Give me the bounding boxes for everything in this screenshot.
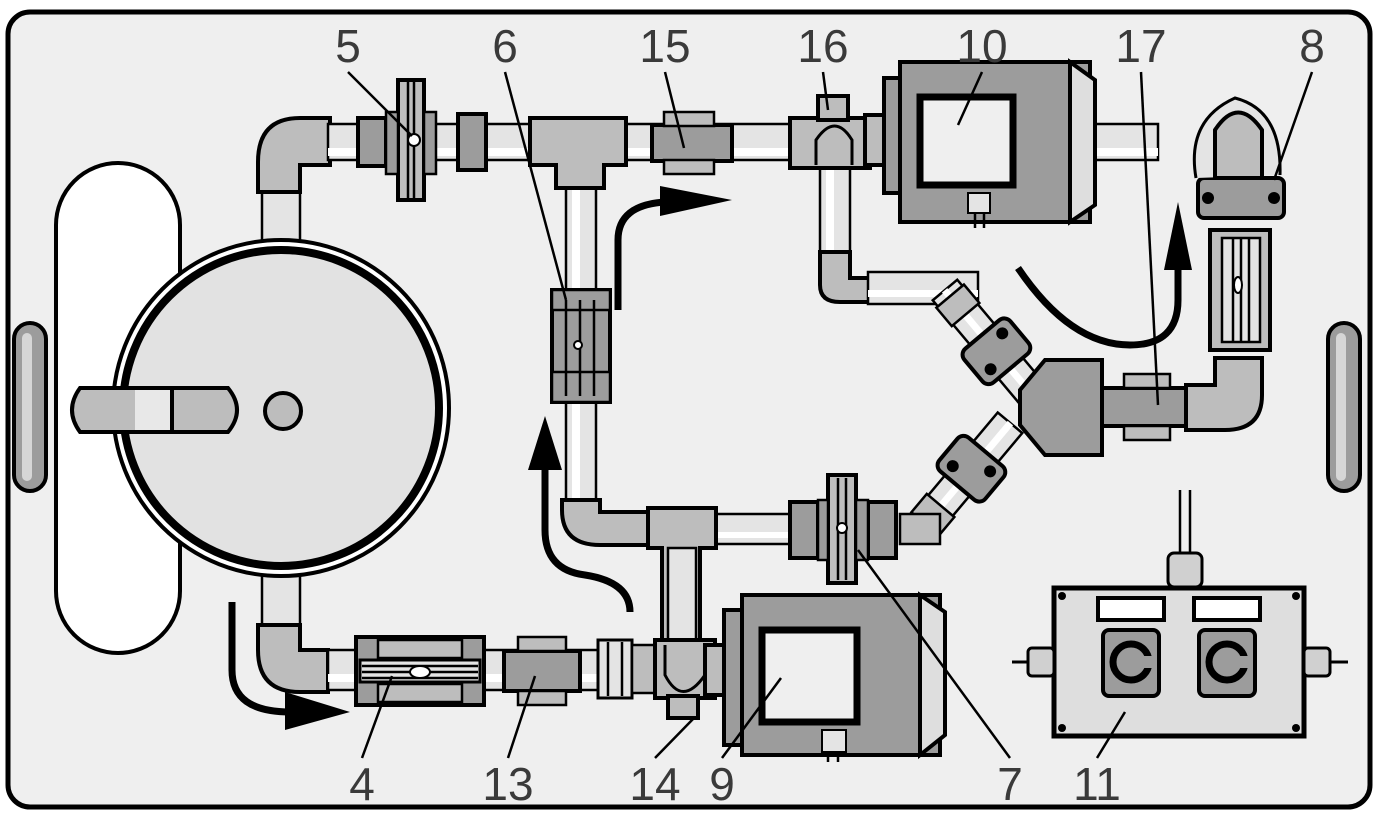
union-coupling-17 (1100, 372, 1189, 442)
flow-arrow-top-center (614, 186, 732, 310)
component-6-union (550, 288, 612, 404)
callout-label-9: 9 (709, 758, 735, 810)
flow-arrow-right-up (1015, 202, 1192, 349)
flow-arrow-bottom-left (228, 602, 350, 730)
callout-label-7: 7 (997, 758, 1023, 810)
callout-label-6: 6 (492, 20, 518, 72)
left-handle (12, 321, 48, 493)
callout-leader-7 (856, 549, 1012, 759)
callout-label-16: 16 (797, 20, 848, 72)
cable-gland-left (1012, 646, 1056, 678)
callout-label-10: 10 (956, 20, 1007, 72)
clamp-upper (960, 316, 1033, 387)
callout-leader-10 (956, 71, 984, 126)
callout-leader-13 (506, 675, 537, 759)
flow-arrow-middle-up (528, 416, 634, 613)
component-10-pump-motor (863, 58, 1097, 228)
callout-leader-8 (1272, 71, 1314, 181)
tee-top (528, 116, 628, 190)
right-handle (1326, 321, 1362, 493)
callout-leader-6 (503, 71, 568, 301)
callout-leader-17 (1139, 71, 1160, 406)
callout-label-11: 11 (1073, 758, 1121, 810)
elbow-top-left (256, 116, 332, 194)
elbow-right (1184, 356, 1264, 432)
component-11-control-box (1012, 490, 1348, 739)
callout-leader-5 (347, 71, 413, 137)
label-plate-1 (1096, 596, 1166, 622)
callout-label-15: 15 (639, 20, 690, 72)
label-plate-2 (1192, 596, 1262, 622)
callout-label-4: 4 (349, 758, 375, 810)
switch-1 (1101, 628, 1161, 698)
callout-label-8: 8 (1299, 20, 1325, 72)
switch-2 (1197, 628, 1257, 698)
callout-leader-16 (821, 71, 830, 111)
callout-label-17: 17 (1115, 20, 1166, 72)
callout-leader-15 (663, 71, 686, 149)
component-16-elbow (788, 94, 872, 170)
component-13-check-valve (502, 635, 582, 707)
callout-leader-14 (654, 717, 695, 759)
component-4-filter (354, 635, 486, 707)
cable-gland-right (1302, 646, 1348, 678)
callout-leader-4 (360, 675, 394, 759)
callout-label-13: 13 (482, 758, 533, 810)
component-7-flange-valve (788, 473, 898, 585)
callout-label-5: 5 (335, 20, 361, 72)
elbow-bottom-left (256, 623, 330, 694)
callout-leader-11 (1095, 711, 1127, 759)
component-9-pump-motor (703, 591, 947, 762)
circular-tank (70, 238, 451, 578)
callout-leader-9 (720, 677, 783, 759)
component-8-filter (1192, 96, 1286, 352)
component-5-sight-glass (356, 78, 488, 202)
callout-layer: 5 6 15 16 10 17 8 4 13 14 9 7 11 (335, 20, 1325, 810)
clamp-lower (935, 433, 1008, 504)
callout-label-14: 14 (629, 758, 680, 810)
y-junction (1018, 358, 1104, 457)
tank-center-hub (263, 391, 303, 431)
